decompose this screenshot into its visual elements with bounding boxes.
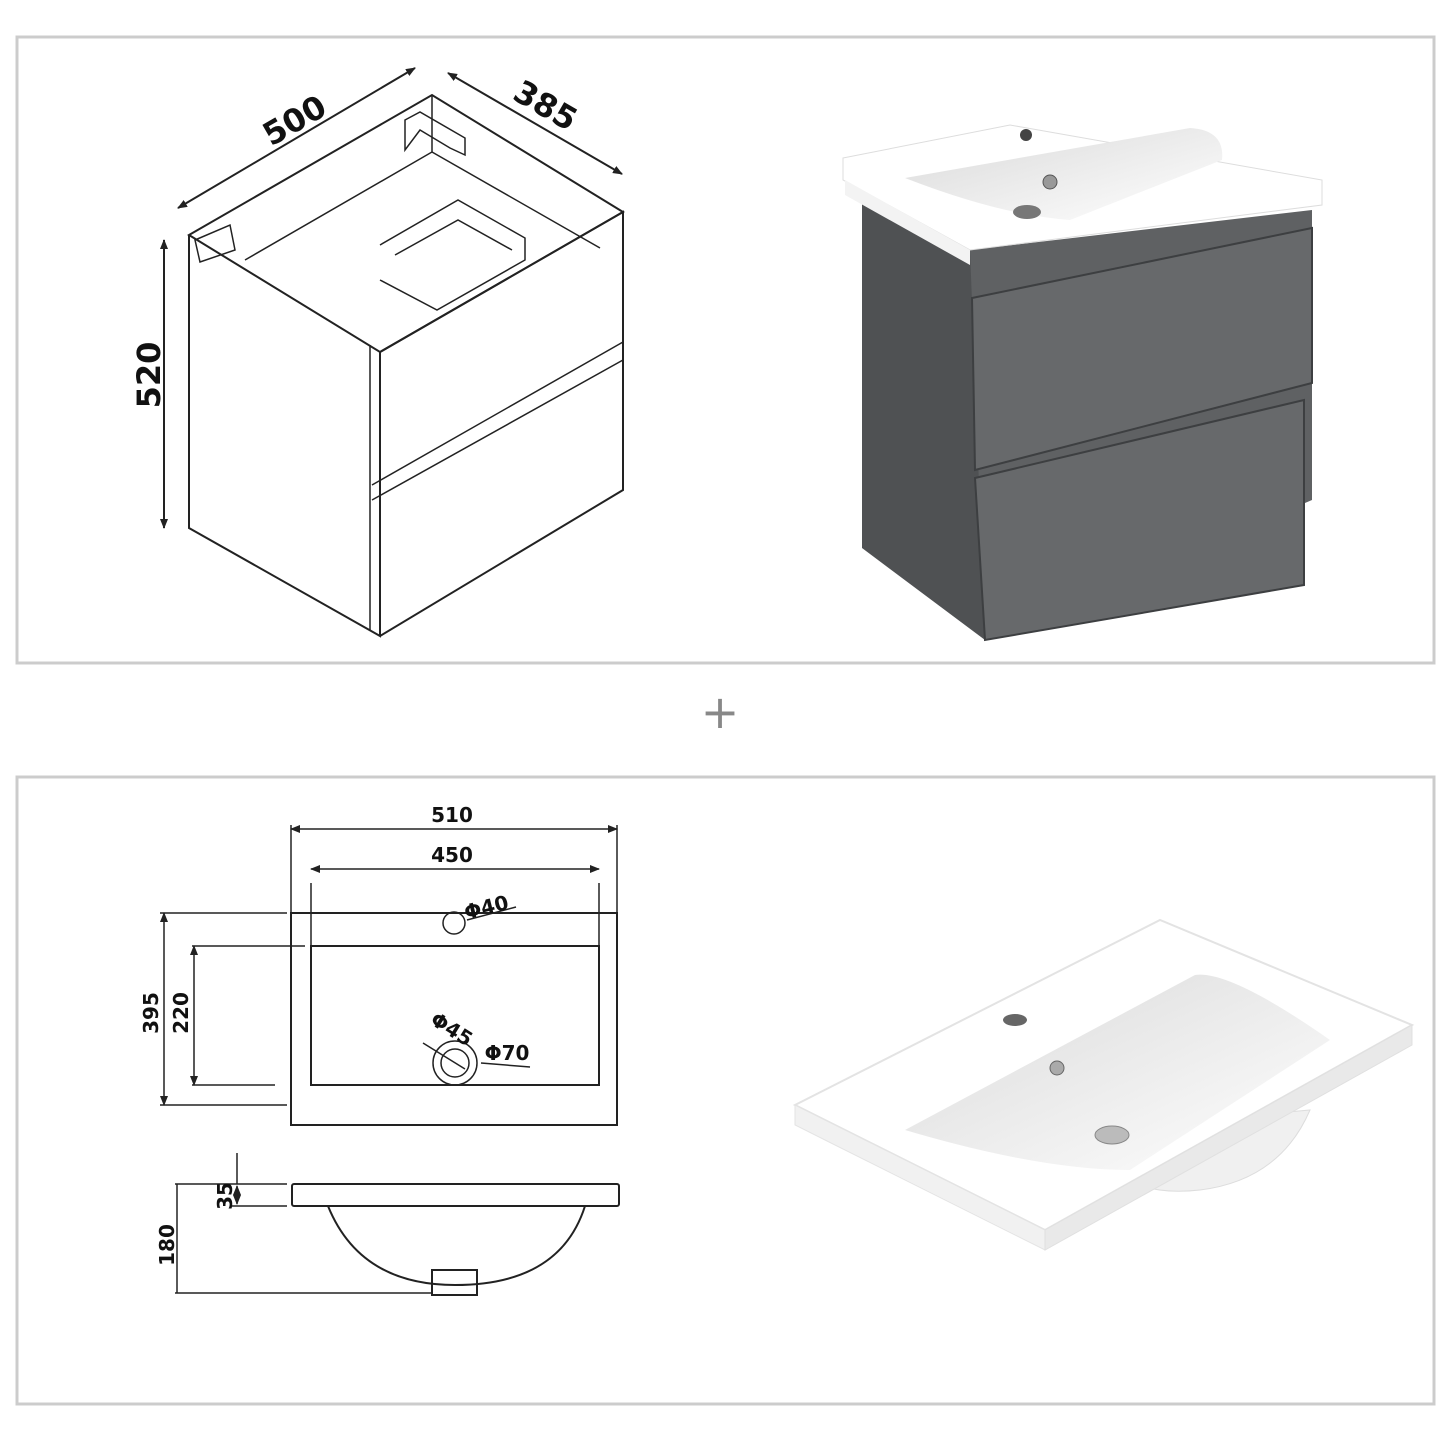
cabinet-width-label: 500 [256, 87, 333, 153]
outer-width-label: 510 [431, 803, 473, 827]
inner-depth-label: 220 [169, 992, 193, 1034]
basin-render [792, 918, 1415, 1251]
plus-separator: + [701, 685, 740, 739]
bottom-panel [15, 775, 1436, 1406]
top-panel [15, 35, 1436, 665]
cabinet-render [842, 124, 1323, 642]
basin-top-view-drawing: 510 450 Φ40 Φ45 Φ70 395 220 [139, 803, 618, 1126]
outer-depth-label: 395 [139, 992, 163, 1034]
drain-outer-label: Φ70 [485, 1041, 530, 1065]
rim-thickness-label: 35 [213, 1182, 237, 1210]
cabinet-height-label: 520 [130, 342, 168, 409]
drain-inner-label: Φ45 [426, 1007, 477, 1051]
tap-hole-label: Φ40 [462, 890, 511, 924]
total-height-label: 180 [155, 1224, 179, 1266]
inner-width-label: 450 [431, 843, 473, 867]
cabinet-line-drawing: 500 385 520 [130, 67, 625, 638]
basin-side-view-drawing: 35 180 [155, 1153, 620, 1296]
